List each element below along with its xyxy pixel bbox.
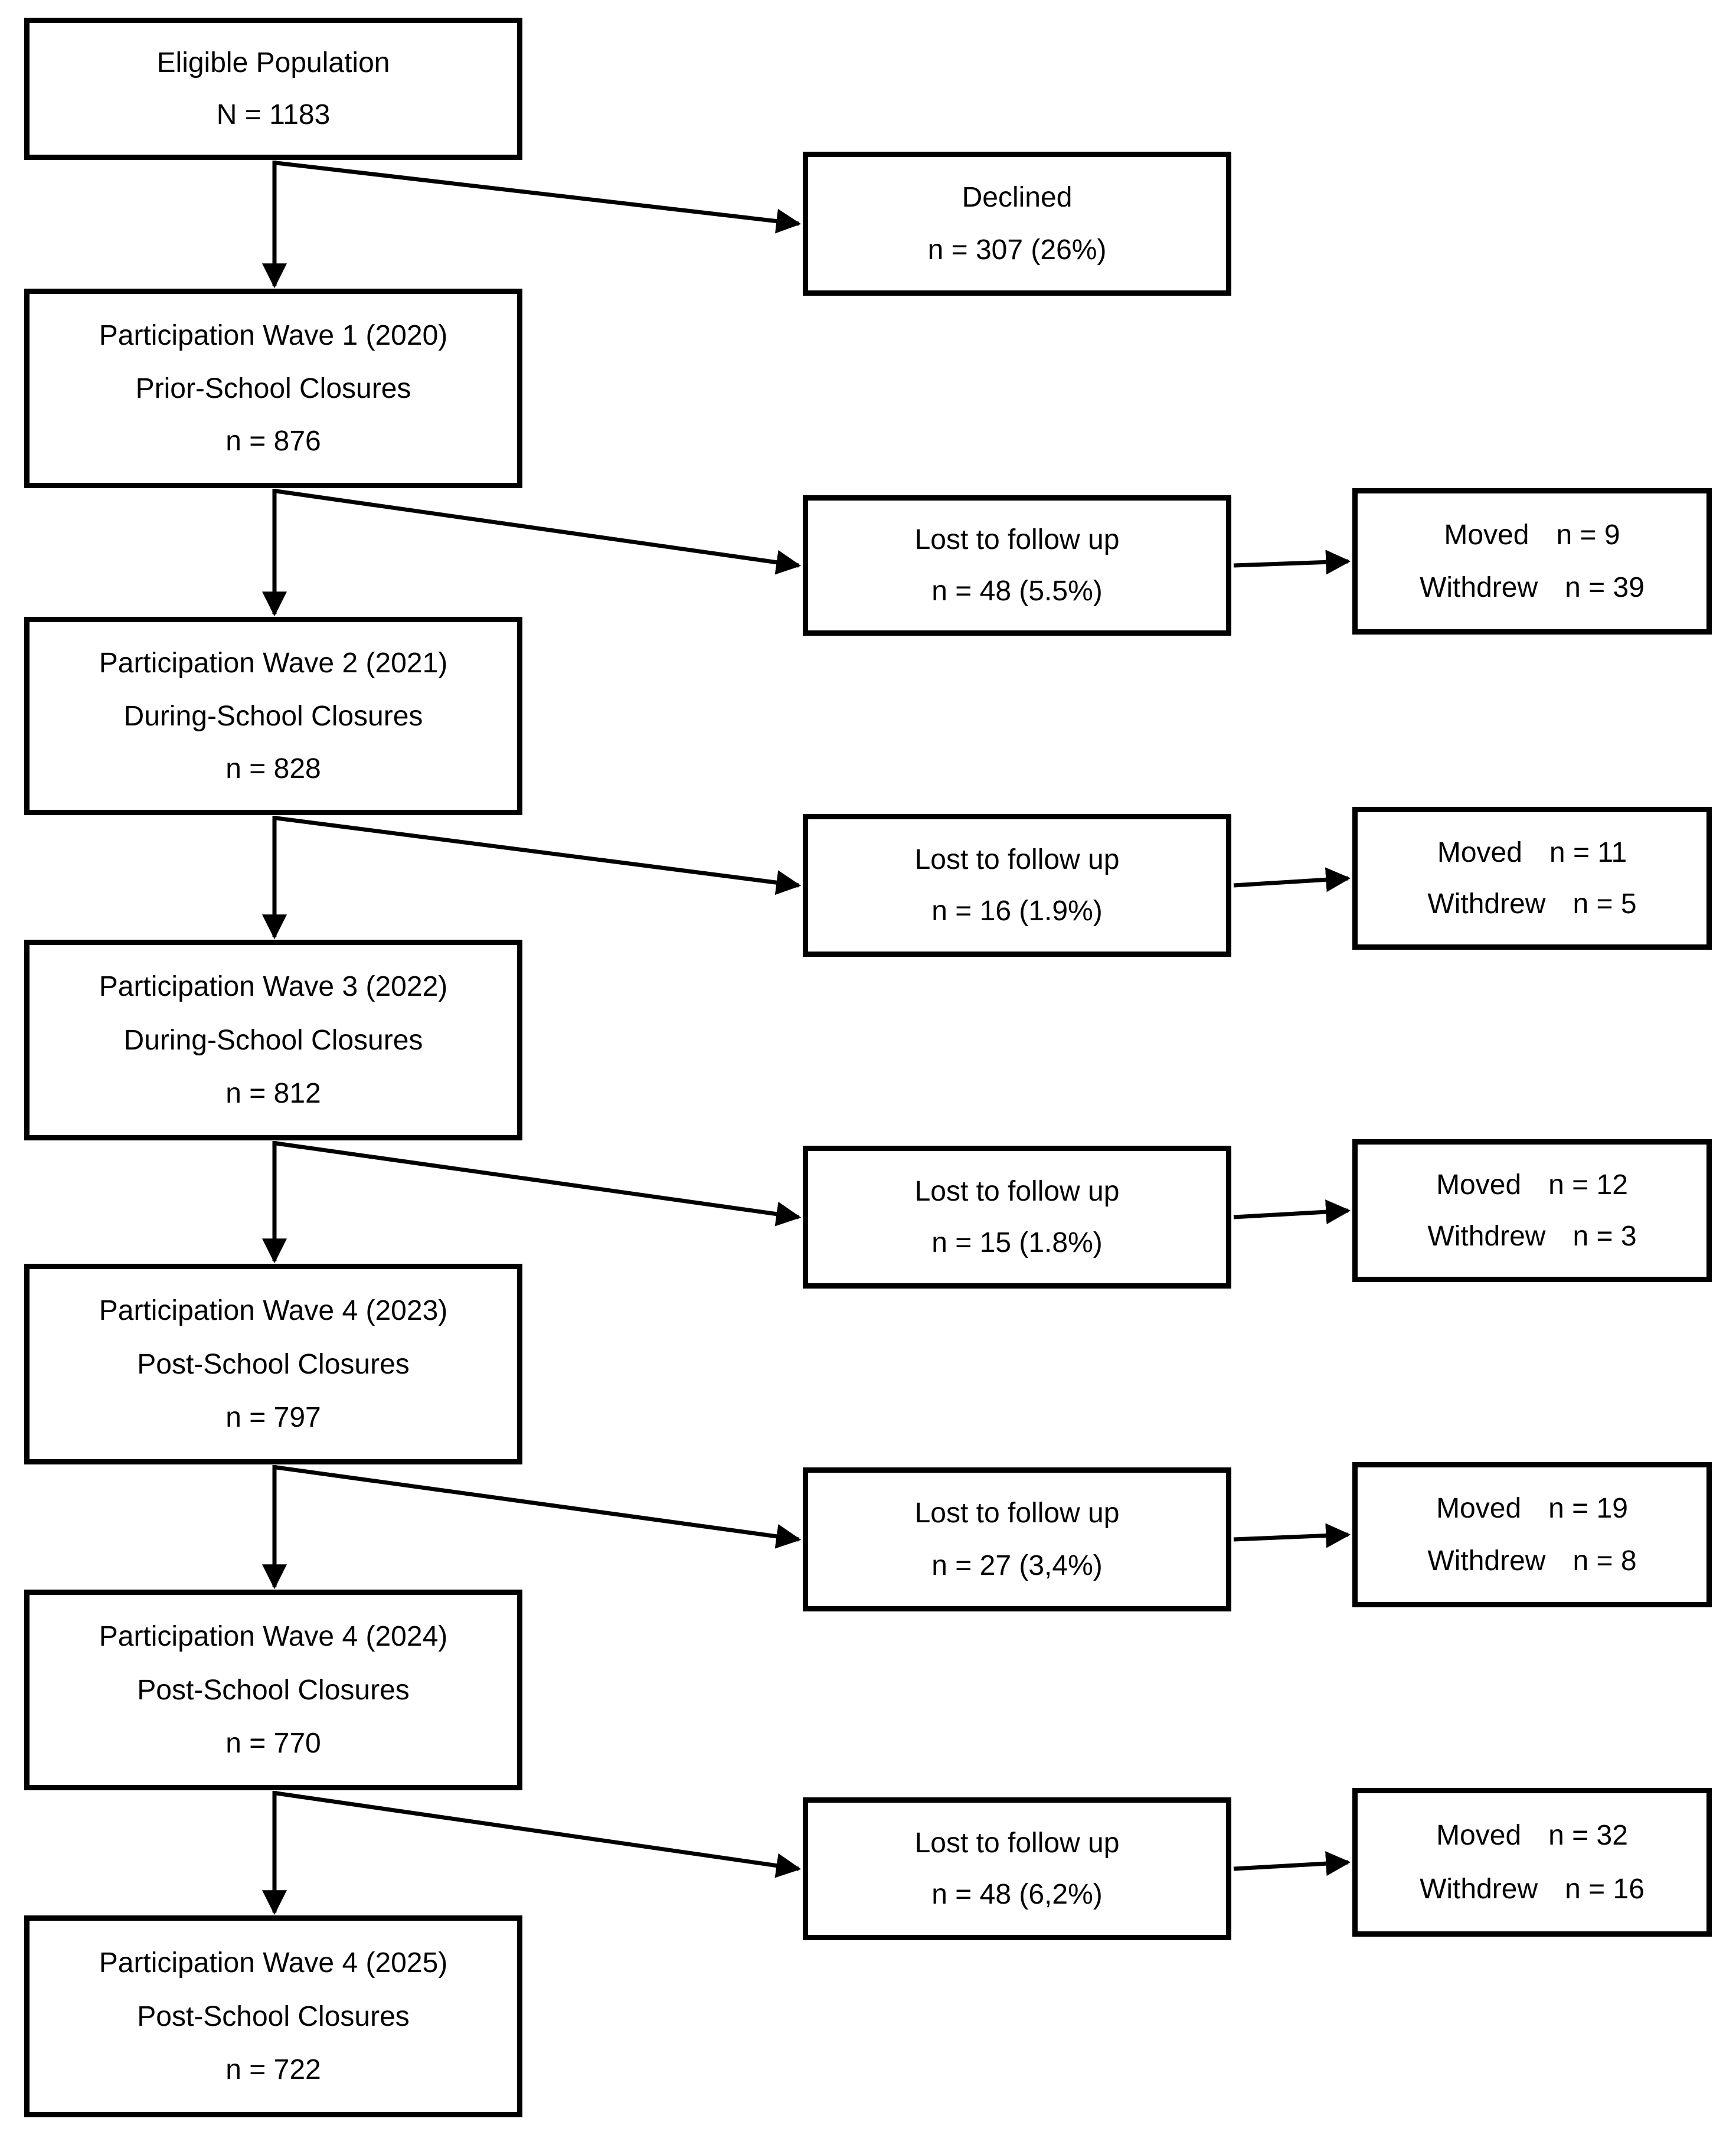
arrow-wave4-to-lost4 (276, 1465, 802, 1549)
reason-box-2: Moved n = 11 Withdrew n = 5 (1352, 807, 1712, 950)
box-subtitle: During-School Closures (123, 1024, 423, 1056)
box-title: Participation Wave 3 (2022) (99, 971, 448, 1003)
box-subtitle: During-School Closures (123, 700, 423, 732)
box-subtitle: Post-School Closures (137, 2000, 410, 2032)
reason-box-4: Moved n = 19 Withdrew n = 8 (1352, 1462, 1712, 1607)
arrow-eligible-to-declined (276, 161, 802, 234)
moved-count: n = 32 (1548, 1820, 1628, 1851)
exclusion-box-lost-to-follow-up-1: Lost to follow up n = 48 (5.5%) (803, 495, 1231, 636)
withdrew-count: n = 16 (1565, 1874, 1645, 1905)
box-title: Lost to follow up (914, 843, 1120, 875)
withdrew-label: Withdrew (1420, 1874, 1538, 1905)
box-count: n = 48 (5.5%) (931, 575, 1103, 607)
exclusion-box-lost-to-follow-up-2: Lost to follow up n = 16 (1.9%) (803, 814, 1231, 957)
arrow-lost1-to-reason1 (1233, 550, 1351, 575)
moved-count: n = 12 (1548, 1169, 1628, 1201)
moved-row: Moved n = 9 (1444, 519, 1620, 551)
box-subtitle: Post-School Closures (137, 1674, 410, 1706)
arrow-wave2-to-lost2 (276, 816, 802, 895)
box-title: Eligible Population (156, 47, 390, 79)
withdrew-row: Withdrew n = 16 (1420, 1873, 1645, 1905)
exclusion-box-declined: Declined n = 307 (26%) (803, 152, 1231, 296)
box-title: Lost to follow up (914, 1827, 1120, 1859)
withdrew-row: Withdrew n = 3 (1427, 1220, 1636, 1253)
box-subtitle: Prior-School Closures (135, 372, 411, 404)
box-title: Participation Wave 4 (2023) (99, 1295, 448, 1327)
box-count: n = 48 (6,2%) (931, 1879, 1103, 1911)
arrow-lost5-to-reason5 (1233, 1851, 1351, 1876)
withdrew-row: Withdrew n = 5 (1427, 888, 1636, 920)
withdrew-row: Withdrew n = 8 (1427, 1545, 1636, 1577)
flow-box-wave-1-2020: Participation Wave 1 (2020) Prior-School… (24, 289, 522, 488)
box-title: Participation Wave 4 (2025) (99, 1947, 448, 1979)
flow-box-wave-4-2025: Participation Wave 4 (2025) Post-School … (24, 1915, 522, 2117)
arrow-lost3-to-reason3 (1233, 1199, 1351, 1225)
flow-box-eligible-population: Eligible Population N = 1183 (24, 18, 522, 160)
box-count: n = 722 (225, 2054, 321, 2086)
box-count: n = 16 (1.9%) (931, 895, 1103, 927)
arrow-wave3-to-lost3 (276, 1141, 802, 1227)
withdrew-count: n = 5 (1572, 888, 1637, 920)
flow-box-wave-4-2024: Participation Wave 4 (2024) Post-School … (24, 1590, 522, 1790)
box-count: n = 876 (225, 426, 321, 457)
withdrew-label: Withdrew (1427, 1221, 1546, 1253)
moved-label: Moved (1437, 836, 1522, 868)
flow-box-wave-4-2023: Participation Wave 4 (2023) Post-School … (24, 1264, 522, 1464)
exclusion-box-lost-to-follow-up-3: Lost to follow up n = 15 (1.8%) (803, 1146, 1231, 1289)
box-count: n = 27 (3,4%) (931, 1549, 1103, 1581)
moved-row: Moved n = 19 (1436, 1492, 1628, 1525)
box-count: n = 770 (225, 1727, 321, 1759)
moved-count: n = 19 (1548, 1493, 1628, 1524)
withdrew-label: Withdrew (1420, 572, 1538, 604)
arrow-lost2-to-reason2 (1233, 867, 1351, 892)
box-title: Declined (962, 182, 1073, 214)
moved-count: n = 9 (1556, 519, 1620, 551)
arrow-wave5-to-lost5 (276, 1791, 802, 1878)
moved-label: Moved (1444, 519, 1529, 551)
reason-box-1: Moved n = 9 Withdrew n = 39 (1352, 488, 1712, 635)
arrow-lost4-to-reason4 (1233, 1523, 1351, 1548)
arrow-wave1-to-lost1 (276, 489, 802, 575)
flow-box-wave-3-2022: Participation Wave 3 (2022) During-Schoo… (24, 940, 522, 1140)
box-count: n = 307 (26%) (927, 234, 1107, 266)
box-title: Lost to follow up (914, 1498, 1120, 1529)
moved-row: Moved n = 32 (1436, 1819, 1628, 1852)
box-title: Lost to follow up (914, 1175, 1120, 1207)
moved-row: Moved n = 11 (1437, 836, 1627, 869)
withdrew-label: Withdrew (1427, 888, 1546, 920)
box-title: Participation Wave 1 (2020) (99, 319, 448, 351)
box-count: N = 1183 (216, 99, 331, 130)
box-count: n = 15 (1.8%) (931, 1227, 1103, 1259)
withdrew-label: Withdrew (1427, 1545, 1546, 1577)
moved-label: Moved (1436, 1493, 1522, 1524)
exclusion-box-lost-to-follow-up-5: Lost to follow up n = 48 (6,2%) (803, 1797, 1231, 1940)
reason-box-3: Moved n = 12 Withdrew n = 3 (1352, 1139, 1712, 1282)
withdrew-count: n = 3 (1572, 1221, 1637, 1253)
withdrew-count: n = 8 (1572, 1545, 1637, 1577)
withdrew-row: Withdrew n = 39 (1420, 571, 1645, 604)
reason-box-5: Moved n = 32 Withdrew n = 16 (1352, 1788, 1712, 1937)
moved-label: Moved (1436, 1169, 1522, 1201)
withdrew-count: n = 39 (1565, 572, 1645, 604)
box-subtitle: Post-School Closures (137, 1348, 410, 1380)
moved-row: Moved n = 12 (1436, 1169, 1628, 1201)
exclusion-box-lost-to-follow-up-4: Lost to follow up n = 27 (3,4%) (803, 1467, 1231, 1611)
moved-count: n = 11 (1549, 836, 1627, 868)
box-title: Participation Wave 4 (2024) (99, 1621, 448, 1653)
box-count: n = 797 (225, 1401, 321, 1433)
moved-label: Moved (1436, 1820, 1522, 1851)
box-count: n = 828 (225, 753, 321, 784)
flow-box-wave-2-2021: Participation Wave 2 (2021) During-Schoo… (24, 617, 522, 815)
box-count: n = 812 (225, 1077, 321, 1109)
box-title: Lost to follow up (914, 524, 1120, 556)
box-title: Participation Wave 2 (2021) (99, 648, 448, 679)
